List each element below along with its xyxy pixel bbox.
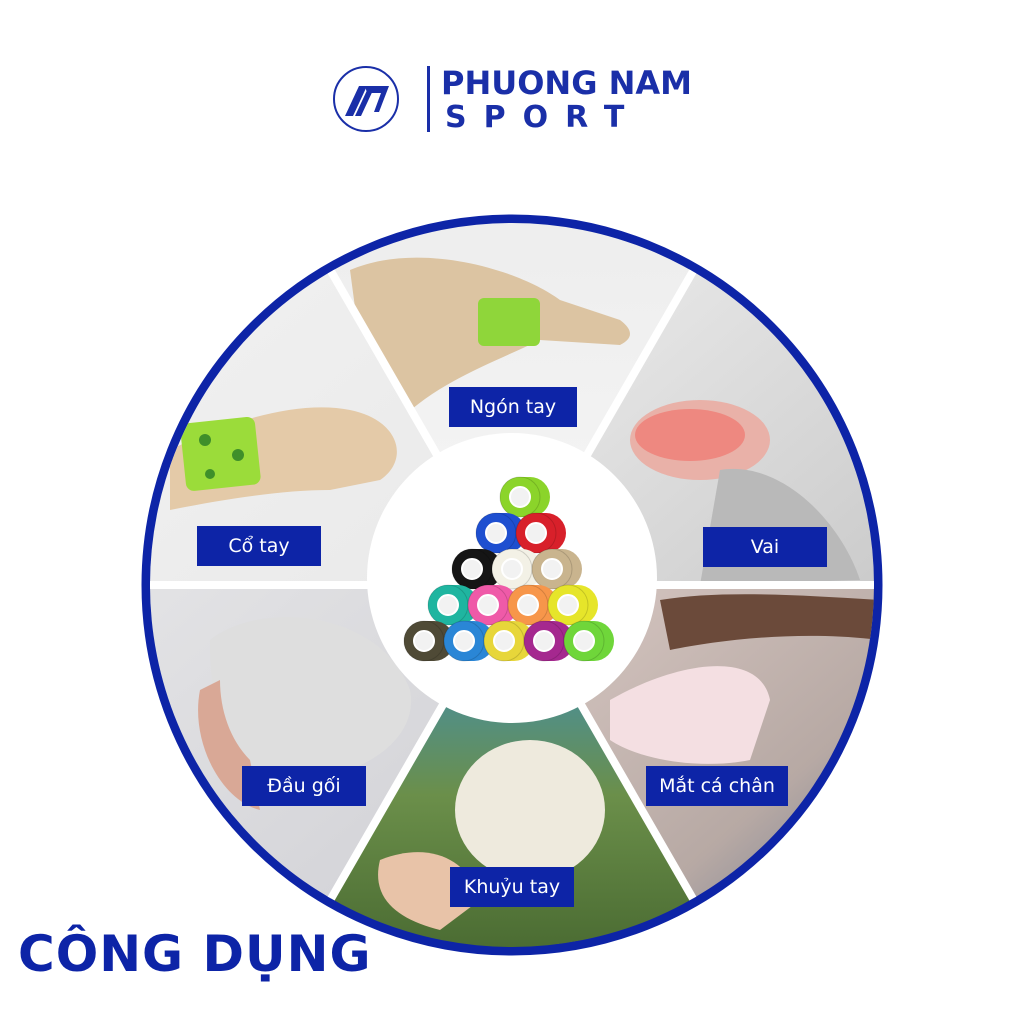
label-khuyu-tay: Khuỷu tay: [450, 867, 574, 907]
label-ngon-tay: Ngón tay: [449, 387, 577, 427]
logo-divider: [427, 66, 430, 132]
label-mat-ca-chan: Mắt cá chân: [646, 766, 788, 806]
label-vai: Vai: [703, 527, 827, 567]
brand-logo: PHUONG NAM SPORT: [333, 64, 693, 136]
tape-rolls-pyramid: [403, 476, 614, 662]
page-heading: CÔNG DỤNG: [18, 925, 372, 983]
segment-elbow: [302, 585, 722, 947]
brand-name-line1: PHUONG NAM: [441, 64, 692, 102]
brand-name-line2: SPORT: [445, 100, 642, 135]
label-dau-goi: Đầu gối: [242, 766, 366, 806]
segment-finger: [302, 223, 722, 585]
label-co-tay: Cổ tay: [197, 526, 321, 566]
pn-monogram-icon: [333, 66, 399, 132]
